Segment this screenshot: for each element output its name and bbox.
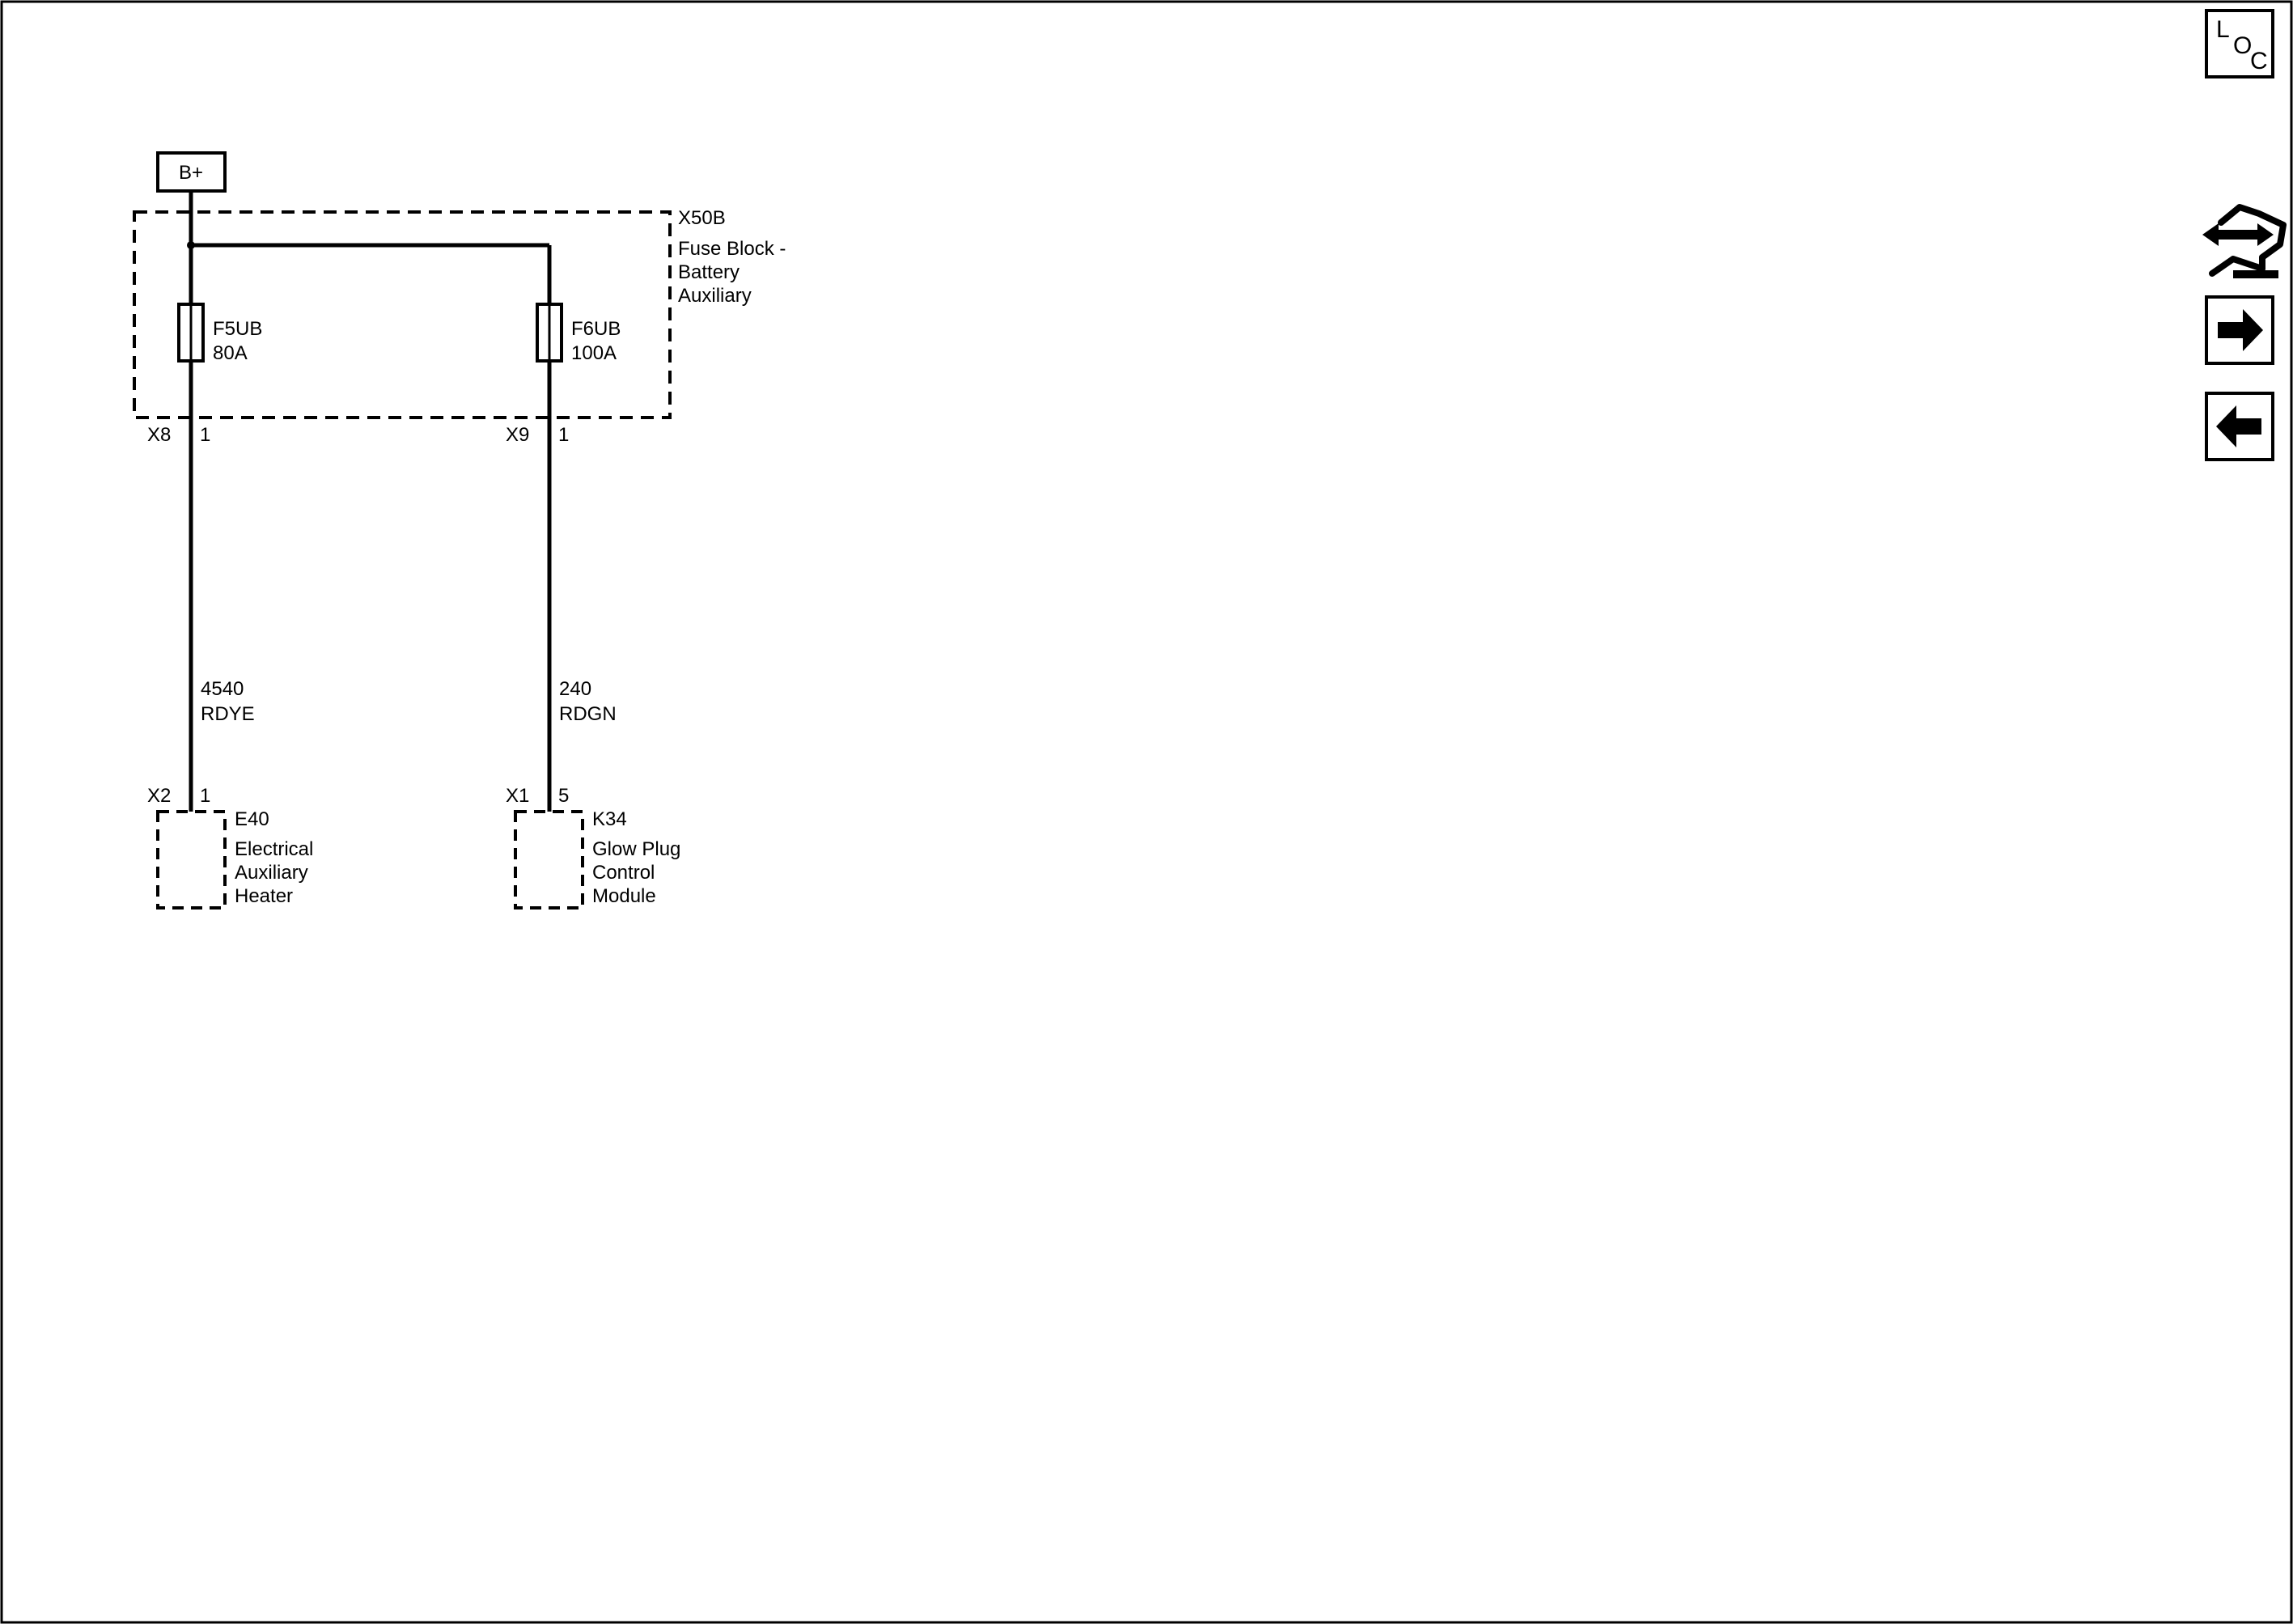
fuse-block-name-line-3: Auxiliary	[678, 285, 752, 307]
component-k34: X1 5 K34 Glow Plug Control Module	[506, 785, 680, 910]
circuit-240-color: RDGN	[559, 703, 617, 725]
loc-letter-c: C	[2250, 48, 2268, 74]
loc-letter-l: L	[2216, 16, 2230, 43]
component-e40-name-line-1: Electrical	[235, 838, 313, 860]
component-k34-name-line-1: Glow Plug	[592, 838, 680, 860]
component-e40-connector: X2	[147, 785, 171, 807]
fuse-block-outline	[133, 210, 672, 419]
output-connector-x9: X9	[506, 424, 529, 446]
previous-page-button[interactable]	[2205, 392, 2274, 461]
next-page-button[interactable]	[2205, 295, 2274, 365]
connector-view-icon[interactable]	[2202, 204, 2287, 278]
fuse-f6ub-rating: 100A	[571, 342, 617, 364]
fuse-f6ub: F6UB 100A	[536, 303, 621, 364]
component-e40: X2 1 E40 Electrical Auxiliary Heater	[147, 785, 313, 910]
component-k34-name-line-2: Control	[592, 862, 655, 884]
fuse-f6ub-id: F6UB	[571, 318, 621, 340]
circuit-4540-number: 4540	[201, 678, 244, 700]
component-k34-name-line-3: Module	[592, 885, 656, 907]
output-pin-x8: 1	[200, 424, 210, 446]
circuit-240-number: 240	[559, 678, 591, 700]
circuit-4540-color: RDYE	[201, 703, 255, 725]
splice-dot	[187, 241, 195, 249]
fuse-f5ub-id: F5UB	[213, 318, 262, 340]
output-connector-x8: X8	[147, 424, 171, 446]
power-source-b-plus: B+	[156, 151, 227, 193]
loc-button[interactable]: L O C	[2205, 9, 2274, 78]
fuse-f5ub-rating: 80A	[213, 342, 248, 364]
component-e40-id: E40	[235, 808, 269, 830]
power-source-label: B+	[179, 162, 203, 184]
output-pin-x9: 1	[558, 424, 569, 446]
fuse-block-name-line-1: Fuse Block -	[678, 238, 786, 260]
component-k34-connector: X1	[506, 785, 529, 807]
component-e40-name-line-3: Heater	[235, 885, 293, 907]
component-e40-name-line-2: Auxiliary	[235, 862, 308, 884]
fuse-f5ub: F5UB 80A	[177, 303, 262, 364]
loc-letter-o: O	[2233, 32, 2252, 59]
fuse-block-name-line-2: Battery	[678, 261, 740, 283]
arrow-right-icon	[2218, 309, 2263, 351]
component-k34-id: K34	[592, 808, 627, 830]
component-e40-pin: 1	[200, 785, 210, 807]
arrow-left-icon	[2216, 405, 2261, 447]
component-k34-pin: 5	[558, 785, 569, 807]
fuse-block-id: X50B	[678, 207, 726, 229]
